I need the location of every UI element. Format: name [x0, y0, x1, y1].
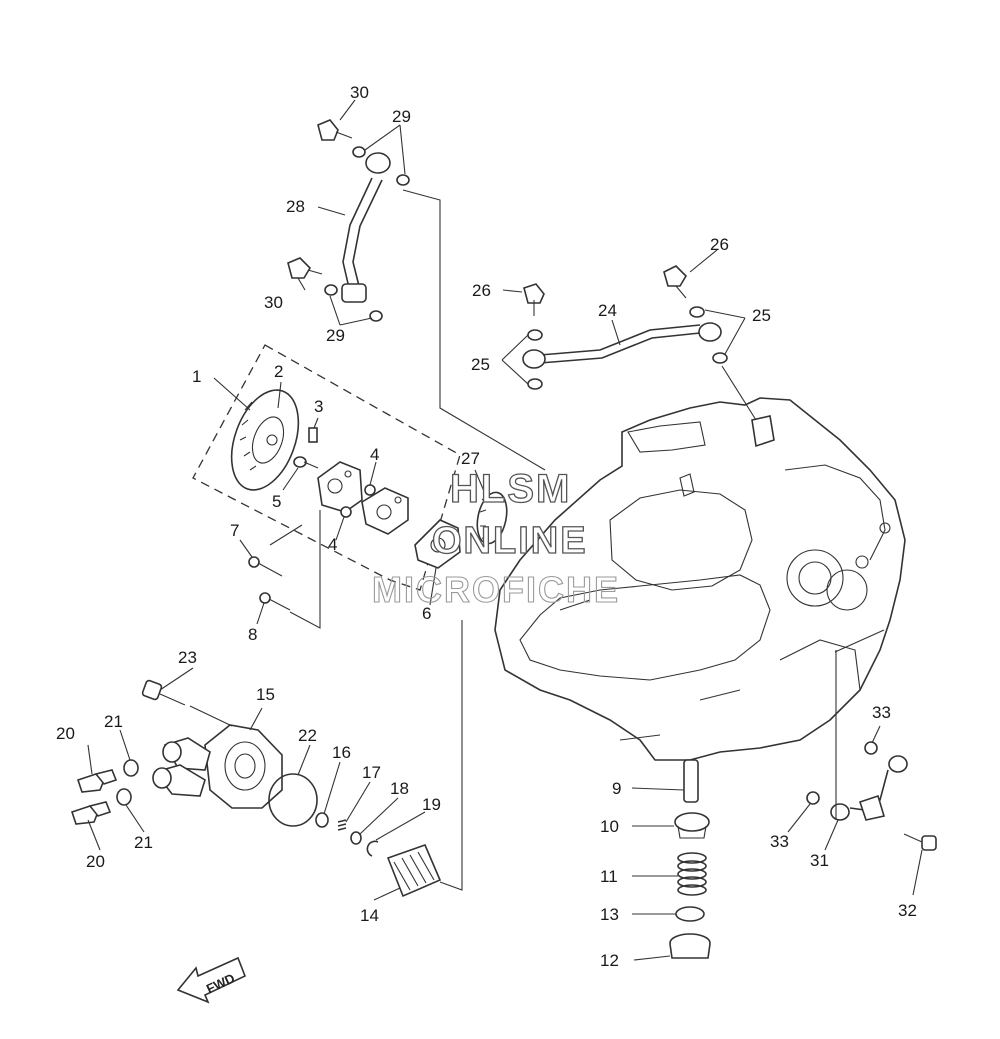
bolt	[248, 556, 283, 577]
watermark-line-3: MICROFICHE	[372, 569, 620, 610]
copper-washer	[123, 759, 139, 777]
callout-5: 5	[272, 492, 281, 511]
pin	[308, 427, 318, 443]
oil-filter-housing	[152, 724, 283, 809]
bolt	[141, 679, 186, 706]
callout-30: 30	[264, 293, 283, 312]
callout-13: 13	[600, 905, 619, 924]
drain-plug	[669, 933, 711, 959]
spring-seat	[315, 812, 329, 828]
copper-washer	[396, 174, 410, 186]
callout-21: 21	[134, 833, 153, 852]
callout-2: 2	[274, 362, 283, 381]
oil-pump-rotor-housing	[317, 461, 363, 513]
copper-washer	[689, 306, 705, 318]
callout-20: 20	[86, 852, 105, 871]
crankcase	[494, 397, 906, 761]
watermark: HLSM ONLINE MICROFICHE	[371, 466, 620, 610]
callout-25: 25	[471, 355, 490, 374]
rotor	[340, 506, 352, 518]
copper-washer	[324, 284, 338, 296]
spring	[337, 819, 347, 831]
copper-washer	[527, 378, 543, 390]
callout-33: 33	[872, 703, 891, 722]
callout-4: 4	[328, 535, 337, 554]
oil-pump-assembly	[192, 344, 461, 629]
callout-29: 29	[326, 326, 345, 345]
callout-9: 9	[612, 779, 621, 798]
callout-25: 25	[752, 306, 771, 325]
oil-pump-cover	[361, 487, 409, 535]
oil-pump-driven-gear	[230, 389, 300, 491]
callout-8: 8	[248, 625, 257, 644]
union-bolt	[287, 257, 323, 279]
callout-26: 26	[710, 235, 729, 254]
gasket	[414, 519, 461, 569]
rotor	[364, 484, 376, 496]
callout-30: 30	[350, 83, 369, 102]
circlip	[366, 840, 379, 857]
callout-20: 20	[56, 724, 75, 743]
callout-32: 32	[898, 901, 917, 920]
callout-16: 16	[332, 743, 351, 762]
union-bolt	[523, 283, 545, 316]
callout-1: 1	[192, 367, 201, 386]
union-bolt	[663, 265, 688, 299]
callout-17: 17	[362, 763, 381, 782]
callout-19: 19	[422, 795, 441, 814]
oil-delivery-pipe	[341, 152, 391, 303]
washer	[350, 831, 362, 845]
callout-14: 14	[360, 906, 379, 925]
bolt	[903, 833, 937, 851]
callout-3: 3	[314, 397, 323, 416]
bolt	[259, 592, 291, 611]
callout-10: 10	[600, 817, 619, 836]
watermark-line-1: HLSM	[450, 467, 571, 511]
watermark-line-2: ONLINE	[432, 520, 588, 562]
copper-washer	[352, 146, 366, 158]
screw	[293, 456, 319, 469]
callout-numbers: 30 29 28 30 29 26 26 24 25 25 1 2 3 4 27…	[56, 83, 917, 970]
callout-31: 31	[810, 851, 829, 870]
callout-27: 27	[461, 449, 480, 468]
oil-strainer	[674, 812, 710, 832]
o-ring	[675, 906, 705, 922]
o-ring	[268, 773, 318, 827]
callout-7: 7	[230, 521, 239, 540]
oil-hose-union	[830, 755, 908, 821]
copper-washer	[806, 791, 820, 805]
copper-washer	[527, 329, 543, 341]
union-fitting	[76, 769, 118, 793]
callout-15: 15	[256, 685, 275, 704]
strainer-spring	[677, 852, 707, 896]
union-bolt	[317, 119, 353, 141]
copper-washer	[864, 741, 878, 755]
callout-29: 29	[392, 107, 411, 126]
callout-22: 22	[298, 726, 317, 745]
callout-11: 11	[600, 867, 618, 886]
copper-washer	[369, 310, 383, 322]
callout-24: 24	[598, 301, 617, 320]
copper-washer	[712, 352, 728, 364]
callout-18: 18	[390, 779, 409, 798]
callout-26: 26	[472, 281, 491, 300]
oil-pipe	[522, 322, 722, 369]
leader-lines	[87, 99, 923, 961]
callout-6: 6	[422, 604, 431, 623]
callout-33: 33	[770, 832, 789, 851]
copper-washer	[116, 788, 132, 806]
oil-pump-drive-gear	[476, 491, 508, 545]
oil-filter-element	[386, 843, 442, 898]
callout-21: 21	[104, 712, 123, 731]
callout-23: 23	[178, 648, 197, 667]
union-fitting	[70, 801, 112, 825]
forward-direction-arrow-icon: FWD	[176, 956, 247, 1004]
callout-12: 12	[600, 951, 619, 970]
callout-28: 28	[286, 197, 305, 216]
callout-4: 4	[370, 445, 379, 464]
dowel-pin	[683, 759, 699, 803]
